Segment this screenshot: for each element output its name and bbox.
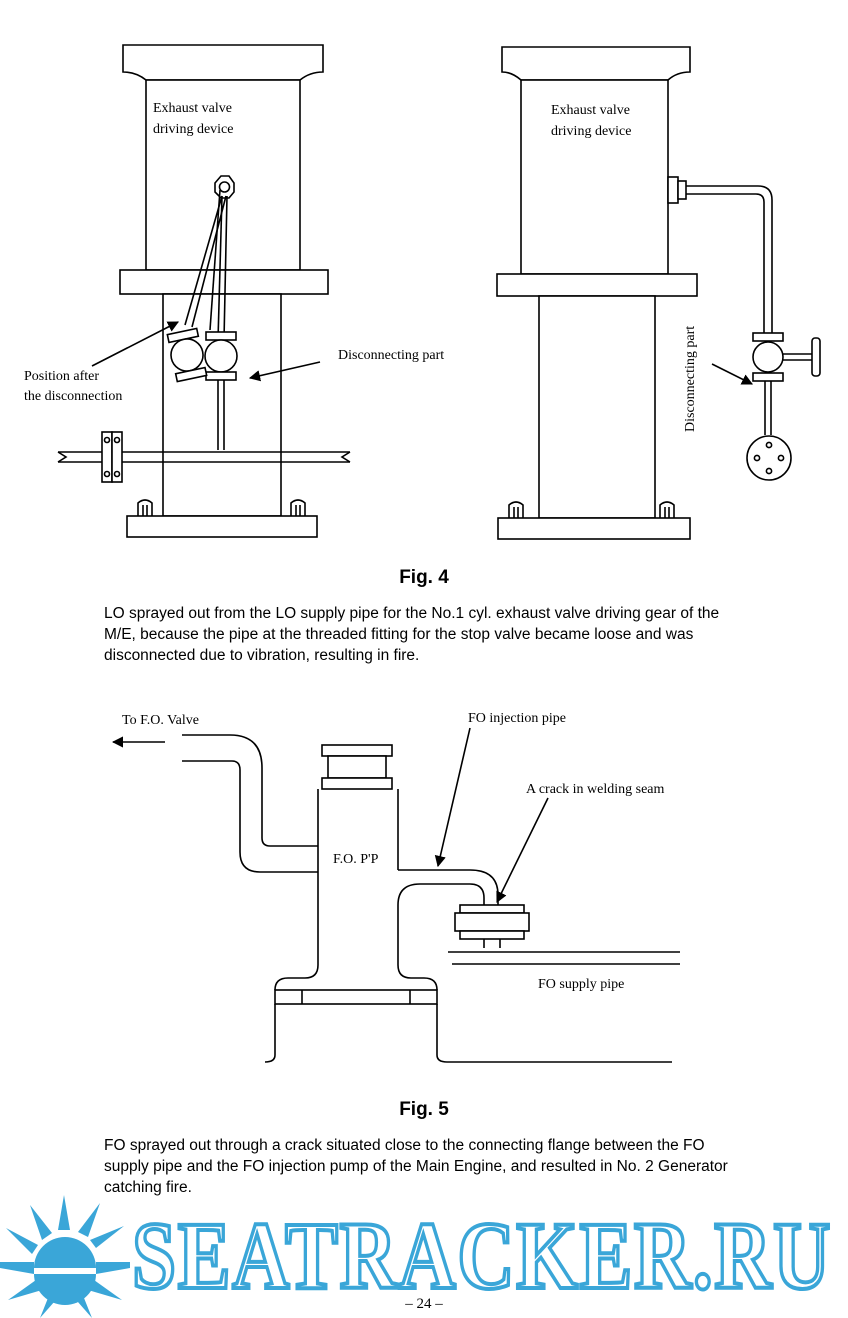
page-number: – 24 – — [405, 1296, 443, 1312]
fig4-right-drawing — [496, 46, 821, 540]
fig4-left-drawing — [57, 44, 351, 538]
fig5-crack-label: A crack in welding seam — [526, 782, 665, 797]
watermark-sun-logo — [0, 1195, 130, 1318]
fig5-to-fo-valve-label: To F.O. Valve — [122, 713, 199, 728]
fig5-fo-pump-label: F.O. P'P — [333, 852, 379, 867]
fig5-description: FO sprayed out through a crack situated … — [104, 1137, 728, 1196]
fig5-fo-injection-pipe-label: FO injection pipe — [468, 711, 566, 726]
fig5-fo-supply-pipe-label: FO supply pipe — [538, 977, 624, 992]
watermark-text: SEATRACKER.RU — [132, 1202, 832, 1309]
fig4-left-device-label-2: driving device — [153, 122, 233, 137]
fig4-position-label-1: Position after — [24, 369, 99, 384]
fig5-drawing — [111, 727, 680, 1063]
fig4-caption: Fig. 4 — [399, 567, 449, 588]
fig4-left-disconnecting-label: Disconnecting part — [338, 348, 444, 363]
fig4-description: LO sprayed out from the LO supply pipe f… — [104, 605, 720, 664]
fig5-caption: Fig. 5 — [399, 1099, 449, 1120]
fig4-position-label-2: the disconnection — [24, 389, 122, 404]
fig4-right-disconnecting-label: Disconnecting part — [683, 326, 698, 432]
fig4-right-device-label-2: driving device — [551, 124, 631, 139]
fig4-right-device-label-1: Exhaust valve — [551, 103, 630, 118]
fig4-left-device-label-1: Exhaust valve — [153, 101, 232, 116]
